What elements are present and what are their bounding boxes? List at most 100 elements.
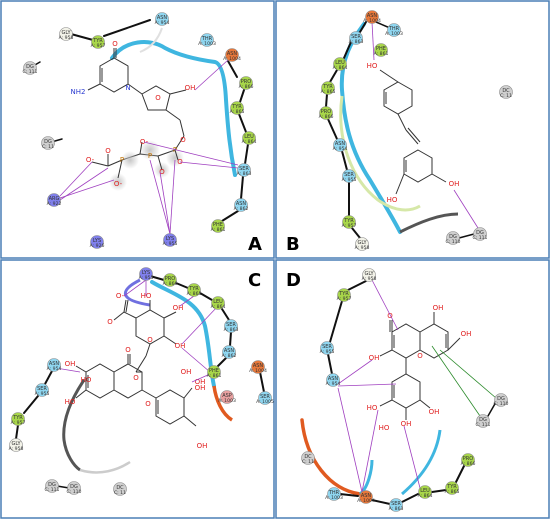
residue-marker xyxy=(234,198,248,212)
residue-number: A: 1003 xyxy=(218,398,236,404)
residue-name: DG xyxy=(26,64,34,70)
residue-number: A: 954 xyxy=(155,20,170,26)
residue-node: DGC: 111 xyxy=(45,479,60,493)
residue-marker xyxy=(327,487,341,501)
residue-number: A: 862 xyxy=(222,353,237,359)
residue-name: LEU xyxy=(335,60,345,66)
panel-c-frame xyxy=(0,259,275,519)
residue-marker xyxy=(389,498,403,512)
residue-name: SER xyxy=(344,172,354,178)
residue-name: SER xyxy=(351,34,361,40)
residue-name: ASN xyxy=(157,15,168,21)
residue-name: DC xyxy=(502,88,510,94)
residue-marker xyxy=(461,453,475,467)
residue-marker xyxy=(47,358,61,372)
residue-name: ASN xyxy=(49,361,60,367)
residue-name: LYS xyxy=(93,238,101,244)
atom-label: O xyxy=(107,318,113,326)
atom-label: OH xyxy=(173,304,184,312)
residue-name: TYR xyxy=(92,38,103,44)
residue-number: A: 865 xyxy=(187,291,202,297)
residue-marker xyxy=(207,365,221,379)
panel-a-frame xyxy=(0,0,275,259)
residue-number: A: 866 xyxy=(319,114,334,120)
residue-name: TYR xyxy=(188,286,199,292)
atom-label: O xyxy=(147,336,153,344)
atom-label: O xyxy=(155,94,161,102)
atom-label: O xyxy=(387,312,393,320)
residue-number: A: 957 xyxy=(11,420,26,426)
residue-name: GLY xyxy=(61,30,71,36)
residue-number: A: 926 xyxy=(90,243,105,249)
residue-name: DG xyxy=(479,417,487,423)
residue-number: A: 1004 xyxy=(223,56,241,62)
residue-name: DG xyxy=(497,396,505,402)
residue-name: SER xyxy=(226,322,236,328)
residue-name: THR xyxy=(388,26,400,32)
residue-marker xyxy=(67,481,81,495)
residue-marker xyxy=(9,438,23,452)
atom-label: NH2 xyxy=(71,88,86,96)
atom-label: HO xyxy=(81,376,92,384)
residue-marker xyxy=(321,81,335,95)
atom-label: O- xyxy=(116,292,125,300)
residue-marker xyxy=(251,360,265,374)
residue-name: ASN xyxy=(236,201,247,207)
residue-name: LYS xyxy=(142,270,150,276)
panel-a: NH2 N O O OH O O P P P O- O- O- O O ASNA… xyxy=(23,12,262,255)
residue-marker xyxy=(301,451,315,465)
residue-name: ASP xyxy=(222,393,232,399)
residue-name: SER xyxy=(391,501,401,507)
atom-label: P xyxy=(120,156,124,164)
residue-node: DGC: 110 xyxy=(494,393,509,407)
residue-marker xyxy=(387,23,401,37)
residue-marker xyxy=(365,10,379,24)
residue-marker xyxy=(224,319,238,333)
residue-number: A: 866 xyxy=(239,84,254,90)
residue-marker xyxy=(211,219,225,233)
residue-marker xyxy=(239,76,253,90)
residue-number: A: 954 xyxy=(333,146,348,152)
residue-name: SER xyxy=(260,394,270,400)
residue-name: DC xyxy=(304,454,312,460)
residue-number: A: 958 xyxy=(9,446,24,452)
residue-marker xyxy=(333,138,347,152)
atom-label: OH xyxy=(433,304,444,312)
residue-marker xyxy=(230,101,244,115)
residue-name: GLY xyxy=(11,441,21,447)
atom-label: O- xyxy=(86,156,95,164)
residue-marker xyxy=(211,296,225,310)
residue-number: A: 865 xyxy=(445,489,460,495)
residue-name: ASN xyxy=(361,493,372,499)
residue-number: A: 864 xyxy=(418,493,433,499)
atom-label: HO xyxy=(367,62,378,70)
residue-number: A: 955 xyxy=(320,349,335,355)
ligand-b: HO HO OH xyxy=(367,62,460,204)
panel-d-frame xyxy=(275,259,550,519)
residue-name: PRO xyxy=(241,79,251,85)
residue-marker xyxy=(225,48,239,62)
atom-label: O xyxy=(112,40,118,48)
atom-label: O xyxy=(180,136,186,144)
